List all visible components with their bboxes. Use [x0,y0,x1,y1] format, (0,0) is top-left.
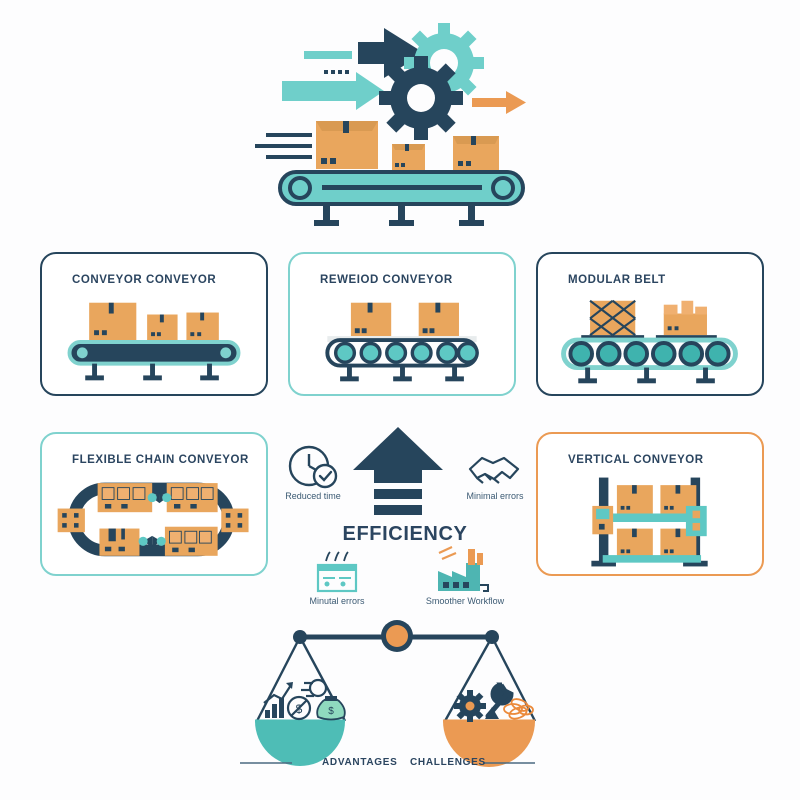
crate [581,299,645,343]
up-arrow-icon [353,427,443,515]
hero-box-large [316,121,378,169]
speed-icon [301,678,328,698]
efficiency-section: Reduced time Minimal errors EFFICIENCY M… [280,425,530,615]
advantages-bowl [255,721,345,766]
warning-icon [485,707,499,719]
factory-icon [438,546,489,592]
card-title: REWEIOD CONVEYOR [320,274,453,286]
hero-box-small [392,144,425,170]
benefit-label-minutal-errors: Minutal errors [309,596,365,606]
box [616,485,653,514]
gear-dark [379,56,463,140]
modular-roller-bed [561,337,738,384]
card-vertical-conveyor[interactable]: VERTICAL CONVEYOR [536,432,764,576]
card-title: VERTICAL CONVEYOR [568,454,704,466]
scale-graphics: $ $ [240,620,537,767]
chain-link-top [147,492,172,504]
chain-link-bottom [138,535,166,547]
pallet [164,526,218,556]
arrow-right-orange [472,91,526,114]
arrow-right-teal [282,72,384,110]
dotted-line [324,70,349,74]
vertical-lift-conveyor [591,477,708,567]
card-reweiod-conveyor[interactable]: REWEIOD CONVEYOR [288,252,516,396]
pallet [166,483,218,513]
challenges-bowl [443,721,535,767]
benefit-label-minimal-errors: Minimal errors [466,491,524,501]
end-module-right [221,508,249,533]
conveyor-belt [278,170,525,226]
efficiency-graphics [288,427,520,593]
card-title: CONVEYOR CONVEYOR [72,274,217,286]
card-modular-belt[interactable]: MODULAR BELT [536,252,764,396]
tangle-icon [503,698,534,720]
end-module-left [57,508,85,533]
modular-belt-crate-boxes [561,299,738,384]
scale-label-challenges: CHALLENGES [410,757,486,768]
speed-lines [255,133,312,159]
card-title: FLEXIBLE CHAIN CONVEYOR [72,454,249,466]
roller-bed [325,336,479,382]
advantages-challenges-scale: $ $ [230,615,570,785]
efficiency-title: EFFICIENCY [342,523,468,545]
belt [67,340,241,381]
benefit-label-smoother-workflow: Smoother Workflow [425,596,505,606]
machine-unit [99,528,140,556]
pallet [97,483,153,513]
box [350,302,392,337]
carriage-left [592,505,614,535]
clock-check-icon [288,445,338,489]
carriage-right [685,505,707,537]
arrow-right-teal-top [304,51,352,59]
chain-loop-conveyor [57,482,249,557]
handshake-icon [468,456,520,484]
benefit-label-reduced-time: Reduced time [285,491,341,501]
no-cost-icon: $ [286,695,312,721]
stacked-boxes [655,300,717,343]
arrow-right-dark [358,28,424,78]
conveyor-system-hero [255,23,526,226]
scale-label-advantages: ADVANTAGES [322,757,398,768]
card-flexible-chain-conveyor[interactable]: FLEXIBLE CHAIN CONVEYOR [40,432,268,576]
balance-fulcrum-icon [381,620,413,652]
box [89,302,137,341]
belt-conveyor-three-boxes [67,302,241,381]
svg-text:$: $ [328,706,334,717]
growth-chart-icon [263,682,293,718]
card-conveyor-conveyor[interactable]: CONVEYOR CONVEYOR [40,252,268,396]
roller-conveyor-two-boxes [325,302,479,382]
box [147,314,178,341]
card-title: MODULAR BELT [568,274,666,286]
box [616,528,653,557]
gear-icon [454,690,486,722]
money-bag-icon: $ [316,696,346,721]
box [418,302,459,337]
hero-box-medium [453,136,499,170]
control-panel-icon [316,551,358,593]
box [186,312,219,341]
